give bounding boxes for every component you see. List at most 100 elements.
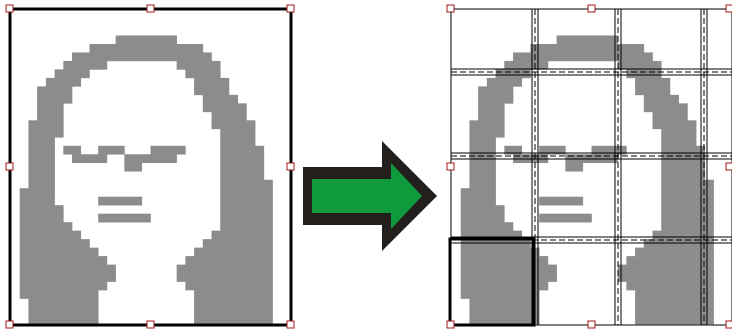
pixel-block (486, 77, 523, 87)
pixel-block (19, 188, 55, 198)
pixel-block (37, 111, 64, 121)
pixel-block (504, 145, 523, 155)
handle-top-right[interactable] (286, 4, 295, 13)
pixel-block (19, 196, 55, 206)
tiled-image-panel (446, 4, 732, 329)
pixel-block (635, 77, 671, 87)
pixel-block (220, 137, 256, 147)
pixel-block (19, 205, 64, 214)
original-image-panel (5, 4, 295, 329)
pixel-block (115, 35, 177, 45)
pixel-block (460, 213, 505, 223)
tile-separator-horizontal-1 (451, 68, 732, 76)
pixel-block (37, 86, 73, 96)
pixel-block (661, 179, 714, 189)
pixel-block (513, 52, 653, 62)
pixel-block (28, 137, 55, 147)
pixel-block (28, 315, 99, 325)
pixel-block (220, 196, 273, 206)
pixel-block (194, 77, 230, 87)
handle-bottom-right[interactable] (725, 320, 732, 329)
pixel-block (98, 145, 125, 155)
pixel-block (63, 145, 82, 155)
pixel-block (124, 154, 143, 164)
handle-middle-left[interactable] (446, 162, 455, 171)
pixel-block (28, 154, 55, 164)
handle-middle-right[interactable] (286, 162, 295, 171)
highlighted-tile[interactable] (448, 237, 536, 327)
pixel-block (661, 128, 697, 138)
handle-top-left[interactable] (446, 4, 455, 13)
pixel-block (220, 222, 273, 231)
pixel-block (45, 77, 82, 87)
pixel-block (661, 188, 714, 198)
pixel-block (469, 307, 540, 316)
handle-middle-right[interactable] (725, 162, 732, 171)
pixel-block (220, 171, 265, 181)
pixel-block (635, 315, 714, 325)
pixel-block (478, 94, 514, 104)
pixel-block (72, 52, 212, 62)
handle-bottom-center[interactable] (146, 320, 155, 329)
pixel-block (141, 154, 177, 164)
pixel-block (469, 120, 505, 130)
pixel-block (460, 239, 531, 248)
pixel-block (28, 179, 55, 189)
pixel-block (220, 162, 265, 172)
pixel-block (202, 103, 247, 113)
handle-top-center[interactable] (587, 4, 596, 13)
pixel-block (28, 298, 99, 308)
pixel-block (460, 247, 540, 257)
pixel-block (617, 60, 662, 70)
pixel-block (469, 145, 496, 155)
pixel-block (643, 94, 679, 104)
pixel-block (635, 298, 714, 308)
pixel-block (72, 154, 108, 164)
pixel-block (19, 247, 99, 257)
handle-bottom-right[interactable] (286, 320, 295, 329)
pixel-block (469, 162, 496, 172)
pixel-block (19, 290, 99, 299)
pixel-block (478, 103, 505, 113)
pixel-block (220, 205, 273, 214)
pixel-block (661, 222, 714, 231)
pixel-block (28, 120, 64, 130)
pixel-block (19, 273, 116, 282)
pixel-block (626, 69, 662, 79)
pixel-block (194, 298, 273, 308)
pixel-block (202, 239, 273, 248)
pixel-block (211, 111, 247, 121)
handle-top-center[interactable] (146, 4, 155, 13)
pixel-block (460, 264, 557, 274)
pixel-block (28, 145, 55, 155)
handle-top-right[interactable] (725, 4, 732, 13)
selection-handles (5, 4, 295, 329)
pixel-block (643, 239, 714, 248)
pixel-block (19, 230, 82, 240)
tiled-portrait-pixels (460, 35, 714, 325)
handle-bottom-left[interactable] (446, 320, 455, 329)
pixel-block (469, 298, 540, 308)
pixel-block (661, 137, 697, 147)
handle-middle-left[interactable] (5, 162, 14, 171)
handle-bottom-center[interactable] (587, 320, 596, 329)
pixel-block (28, 307, 99, 316)
pixel-block (220, 179, 273, 189)
tile-separator-horizontal-2 (451, 152, 732, 160)
pixel-block (185, 281, 273, 291)
pixel-block (469, 137, 496, 147)
handle-top-left[interactable] (5, 4, 14, 13)
handle-bottom-left[interactable] (5, 320, 14, 329)
pixel-block (37, 103, 64, 113)
pixel-block (556, 35, 618, 45)
pixel-block (469, 179, 496, 189)
pixel-block (626, 281, 714, 291)
pixel-block (643, 103, 688, 113)
pixel-block (194, 290, 273, 299)
pixel-block (460, 222, 514, 231)
pixel-block (504, 60, 549, 70)
pixel-block (469, 171, 496, 181)
pixel-block (652, 120, 697, 130)
pixel-block (460, 230, 523, 240)
